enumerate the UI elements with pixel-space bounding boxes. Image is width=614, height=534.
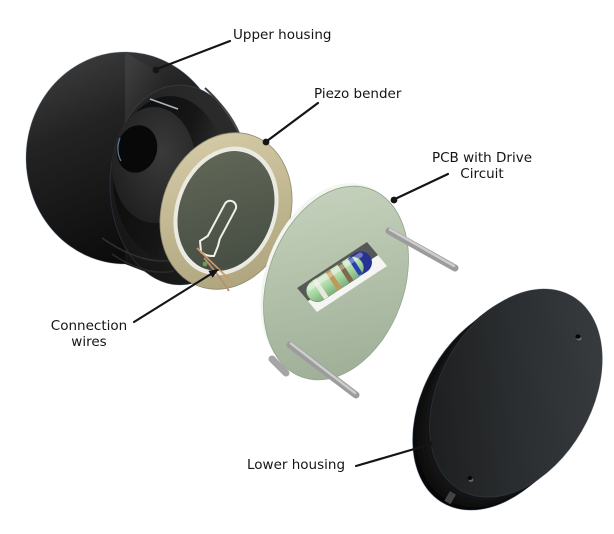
label-piezo-bender: Piezo bender	[314, 86, 402, 102]
leader-piezo-bender	[265, 101, 320, 143]
label-lower-housing: Lower housing	[247, 457, 346, 473]
leader-dot-pcb	[390, 196, 398, 204]
bottom-groove-2	[111, 253, 175, 273]
leader-lower-housing	[354, 443, 430, 468]
connection-wire-1	[196, 247, 234, 284]
pcb	[260, 183, 459, 399]
leader-pcb	[393, 172, 450, 201]
leader-upper-housing	[155, 39, 232, 71]
label-connection-wires-line2: wires	[71, 334, 107, 350]
leader-dot-piezo-bender	[262, 138, 270, 146]
component-sheen	[306, 252, 363, 291]
leader-arrow-connection-wires	[208, 269, 219, 278]
component-band-blue	[347, 256, 363, 276]
pin-stub	[268, 355, 290, 377]
lower-housing-notch	[444, 491, 456, 505]
pin-upper	[385, 227, 459, 272]
lower-housing-face	[429, 288, 603, 498]
connection-wires	[196, 247, 234, 292]
component-band-white	[312, 278, 329, 300]
lower-housing-hole-2	[467, 476, 473, 480]
solder-dot	[202, 261, 208, 267]
leader-dot-upper-housing	[152, 66, 160, 74]
leader-lines	[132, 39, 450, 468]
pin-upper-highlight	[388, 228, 456, 268]
label-pcb: PCB with Drive Circuit	[417, 150, 547, 182]
drive-component	[306, 251, 372, 302]
lower-housing-hole-1	[575, 334, 581, 339]
sound-hole-glint	[117, 137, 122, 162]
piezo-bender	[159, 132, 293, 292]
lower-housing	[412, 288, 603, 511]
component-band-brown	[337, 261, 354, 284]
label-connection-wires: Connection wires	[34, 318, 144, 350]
electrode-trace	[199, 199, 238, 258]
pin-lower-highlight	[289, 342, 357, 395]
pcb-pins	[268, 227, 459, 399]
label-pcb-line2: Circuit	[460, 166, 504, 182]
label-connection-wires-line1: Connection	[50, 318, 128, 334]
label-upper-housing: Upper housing	[233, 27, 332, 43]
sound-hole	[116, 125, 158, 173]
rim-highlight	[149, 98, 179, 110]
leader-connection-wires	[132, 272, 213, 324]
component-band-tan	[325, 269, 342, 291]
connection-wire-2	[203, 257, 230, 292]
label-pcb-line1: PCB with Drive	[431, 150, 533, 166]
leader-dot-lower-housing	[425, 440, 433, 448]
